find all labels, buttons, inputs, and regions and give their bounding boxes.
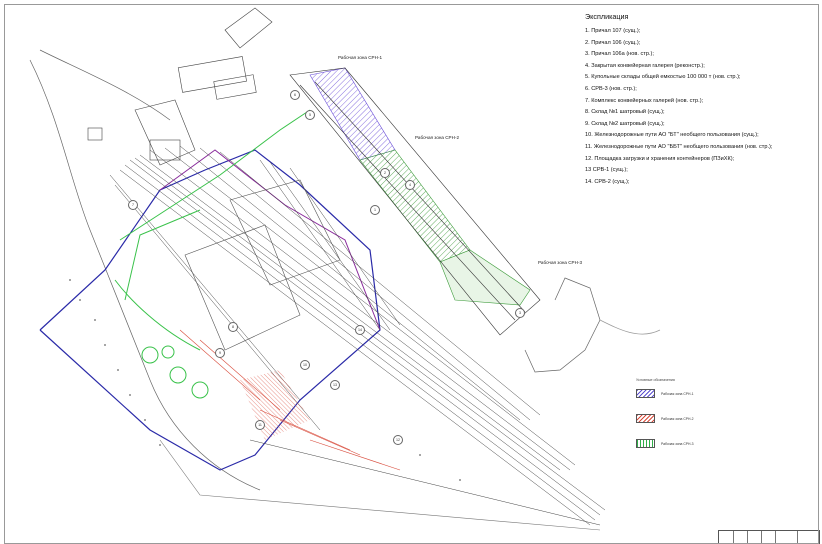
explication-item: 12. Площадка загрузки и хранения контейн… — [585, 155, 735, 162]
legend-item: Рабочая зона СРН-2 — [636, 413, 706, 424]
zone-label-2: Рабочая зона СРН-2 — [415, 135, 460, 140]
zone-label-1: Рабочая зона СРН-1 — [338, 55, 383, 60]
legend-swatch-green — [636, 439, 655, 448]
marker-2: 2 — [380, 168, 390, 178]
explication-item: 2. Причал 106 (сущ.); — [585, 39, 641, 46]
legend-label: Рабочая зона СРН-3 — [661, 441, 694, 446]
explication-title: Экспликация — [585, 12, 629, 21]
marker-9: 9 — [215, 348, 225, 358]
explication-item: 4. Закрытая конвейерная галерея (реконст… — [585, 62, 705, 69]
south-shore — [159, 439, 601, 531]
marker-11: 11 — [255, 420, 265, 430]
marker-14: 14 — [355, 325, 365, 335]
explication-item: 10. Железнодорожные пути АО "БТ" необщег… — [585, 132, 759, 139]
legend-label: Рабочая зона СРН-1 — [661, 391, 694, 396]
explication-item: 13 СРВ-1 (сущ.); — [585, 167, 628, 174]
marker-10: 10 — [300, 360, 310, 370]
explication-item: 8. Склад №1 шатровый (сущ.); — [585, 109, 665, 116]
zone-3-area — [439, 249, 531, 306]
top-buildings — [87, 7, 273, 166]
zone-label-3: Рабочая зона СРН-3 — [538, 260, 583, 265]
warehouses — [184, 179, 341, 351]
boundary-purple — [159, 149, 381, 331]
marker-5: 5 — [305, 110, 315, 120]
coastline — [29, 49, 661, 491]
marker-7: 7 — [128, 200, 138, 210]
explication-list: 1. Причал 107 (сущ.); 2. Причал 106 (сущ… — [585, 26, 817, 188]
survey-points — [69, 279, 461, 481]
legend-swatch-purple — [636, 389, 655, 398]
explication-item: 1. Причал 107 (сущ.); — [585, 28, 641, 34]
explication-item: 14. СРВ-2 (сущ.); — [585, 178, 630, 185]
explication-item: 3. Причал 106а (нов. стр.); — [585, 51, 654, 58]
title-block-stamp — [718, 530, 820, 544]
marker-13: 13 — [330, 380, 340, 390]
explication-item: 5. Купольные склады общей емкостью 100 0… — [585, 74, 741, 81]
legend-item: Рабочая зона СРН-1 — [636, 388, 706, 399]
marker-8: 8 — [228, 322, 238, 332]
legend-title: Условные обозначения — [636, 378, 675, 382]
pier — [289, 67, 541, 336]
marker-4: 4 — [405, 180, 415, 190]
legend-swatch-red — [636, 414, 655, 423]
explication-item: 9. Склад №2 шатровый (сущ.); — [585, 120, 665, 127]
legend-label: Рабочая зона СРН-2 — [661, 416, 694, 421]
zone-1-hatch — [309, 67, 396, 161]
legend: Условные обозначения Рабочая зона СРН-1 … — [636, 378, 706, 463]
marker-1: 1 — [370, 205, 380, 215]
explication-panel: Экспликация 1. Причал 107 (сущ.); 2. При… — [585, 12, 817, 188]
red-hatch — [240, 370, 310, 440]
legend-item: Рабочая зона СРН-3 — [636, 438, 706, 449]
marker-12: 12 — [393, 435, 403, 445]
explication-item: 11. Железнодорожные пути АО "ББТ" необще… — [585, 143, 773, 150]
green-routes — [114, 109, 311, 399]
marker-6: 6 — [290, 90, 300, 100]
explication-item: 7. Комплекс конвейерных галерей (нов. ст… — [585, 97, 704, 104]
explication-item: 6. СРВ-3 (нов. стр.); — [585, 85, 637, 92]
marker-3: 3 — [515, 308, 525, 318]
railway-tracks — [109, 145, 606, 526]
